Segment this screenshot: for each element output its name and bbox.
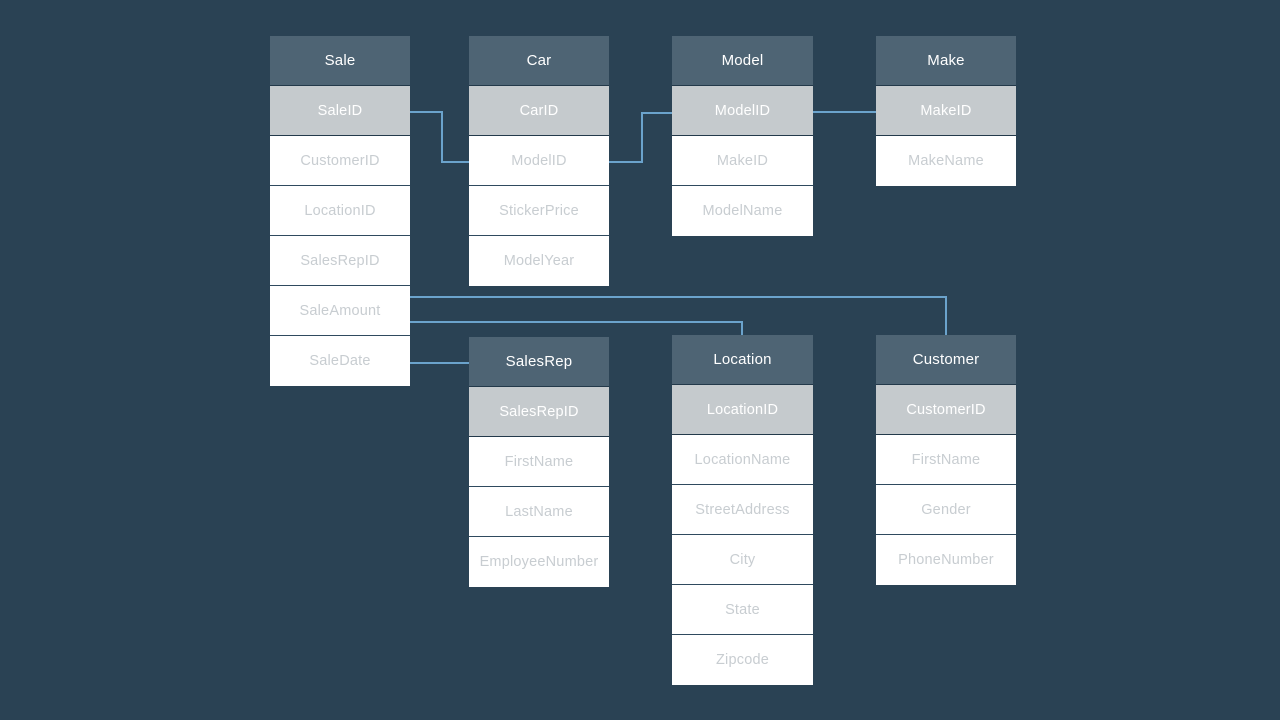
field-sale-locationid[interactable]: LocationID [270,186,410,236]
connector-sale-customer-segment-2 [945,296,947,340]
connector-sale-location-segment-1 [406,321,743,323]
connector-sale-location-segment-2 [741,321,743,339]
entity-header-car: Car [469,36,609,86]
field-customer-firstname[interactable]: FirstName [876,435,1016,485]
entity-header-customer: Customer [876,335,1016,385]
field-customer-gender[interactable]: Gender [876,485,1016,535]
field-location-locationname[interactable]: LocationName [672,435,813,485]
field-model-modelname[interactable]: ModelName [672,186,813,236]
field-customer-phonenumber[interactable]: PhoneNumber [876,535,1016,585]
field-location-streetaddress[interactable]: StreetAddress [672,485,813,535]
connector-car-model-segment-2 [641,112,643,162]
field-model-makeid[interactable]: MakeID [672,136,813,186]
connector-car-model-segment-1 [605,161,643,163]
field-salesrep-employeenumber[interactable]: EmployeeNumber [469,537,609,587]
connector-sale-customer-segment-1 [406,296,947,298]
entity-header-make: Make [876,36,1016,86]
entity-header-salesrep: SalesRep [469,337,609,387]
field-salesrep-firstname[interactable]: FirstName [469,437,609,487]
field-location-locationid[interactable]: LocationID [672,385,813,435]
connector-sale-car-segment-1 [405,111,443,113]
field-car-carid[interactable]: CarID [469,86,609,136]
field-sale-saledate[interactable]: SaleDate [270,336,410,386]
field-sale-saleamount[interactable]: SaleAmount [270,286,410,336]
connector-model-make [809,111,880,113]
field-car-stickerprice[interactable]: StickerPrice [469,186,609,236]
connector-sale-car-segment-3 [441,161,475,163]
entity-header-sale: Sale [270,36,410,86]
field-customer-customerid[interactable]: CustomerID [876,385,1016,435]
field-car-modelid[interactable]: ModelID [469,136,609,186]
field-make-makename[interactable]: MakeName [876,136,1016,186]
field-location-zipcode[interactable]: Zipcode [672,635,813,685]
connector-sale-salesrep [406,362,473,364]
connector-sale-car-segment-2 [441,111,443,162]
field-sale-saleid[interactable]: SaleID [270,86,410,136]
field-location-city[interactable]: City [672,535,813,585]
connector-car-model-segment-3 [641,112,678,114]
field-sale-salesrepid[interactable]: SalesRepID [270,236,410,286]
field-car-modelyear[interactable]: ModelYear [469,236,609,286]
field-model-modelid[interactable]: ModelID [672,86,813,136]
field-salesrep-lastname[interactable]: LastName [469,487,609,537]
field-sale-customerid[interactable]: CustomerID [270,136,410,186]
field-make-makeid[interactable]: MakeID [876,86,1016,136]
field-salesrep-salesrepid[interactable]: SalesRepID [469,387,609,437]
field-location-state[interactable]: State [672,585,813,635]
entity-header-model: Model [672,36,813,86]
entity-header-location: Location [672,335,813,385]
